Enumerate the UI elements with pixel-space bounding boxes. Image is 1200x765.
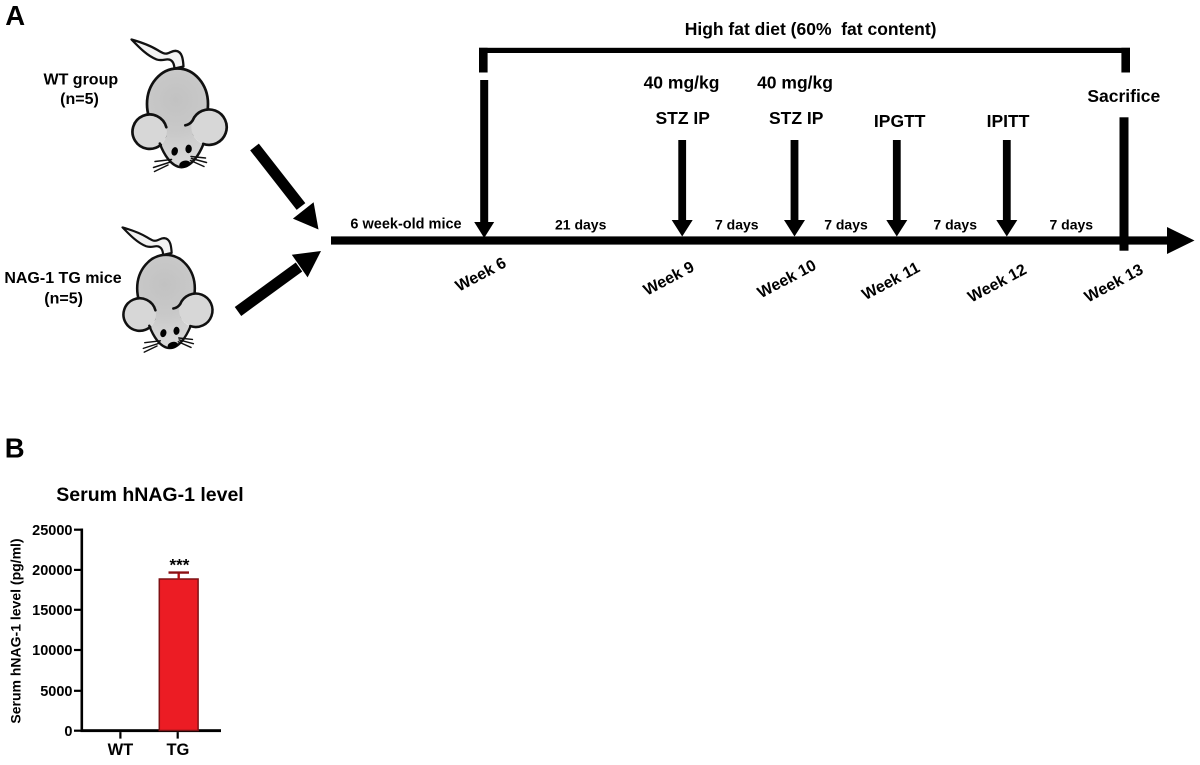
svg-text:WT group: WT group	[43, 72, 118, 89]
svg-text:Week 9: Week 9	[641, 259, 698, 300]
svg-text:40 mg/kg: 40 mg/kg	[644, 73, 720, 93]
svg-text:Week 6: Week 6	[453, 255, 510, 296]
svg-text:7 days: 7 days	[715, 217, 759, 233]
svg-text:Week 11: Week 11	[859, 259, 923, 304]
svg-text:0: 0	[64, 724, 72, 740]
svg-text:High fat diet (60% fat conten: High fat diet (60% fat content)	[685, 19, 937, 39]
svg-text:5000: 5000	[40, 684, 72, 700]
svg-text:STZ IP: STZ IP	[655, 108, 710, 128]
svg-text:WT: WT	[108, 741, 134, 759]
svg-text:20000: 20000	[32, 563, 72, 579]
svg-text:Sacrifice: Sacrifice	[1087, 86, 1160, 106]
svg-text:40 mg/kg: 40 mg/kg	[757, 73, 833, 93]
svg-text:Week 10: Week 10	[755, 257, 819, 302]
svg-text:Week 12: Week 12	[965, 261, 1029, 306]
svg-text:TG: TG	[166, 741, 189, 759]
svg-text:A: A	[5, 0, 25, 31]
svg-text:7 days: 7 days	[824, 217, 868, 233]
svg-text:NAG-1 TG mice: NAG-1 TG mice	[4, 270, 121, 287]
svg-text:7 days: 7 days	[1050, 217, 1094, 233]
svg-text:IPGTT: IPGTT	[874, 111, 926, 131]
svg-text:(n=5): (n=5)	[44, 290, 83, 307]
svg-text:(n=5): (n=5)	[60, 91, 99, 108]
svg-text:Serum hNAG-1 level: Serum hNAG-1 level	[56, 484, 243, 506]
svg-text:7 days: 7 days	[933, 217, 977, 233]
svg-text:Serum hNAG-1 level (pg/ml): Serum hNAG-1 level (pg/ml)	[7, 538, 23, 723]
svg-text:***: ***	[169, 556, 189, 575]
svg-text:Week 13: Week 13	[1082, 261, 1146, 306]
svg-text:B: B	[5, 433, 25, 464]
svg-text:21 days: 21 days	[555, 217, 607, 233]
svg-text:6 week-old mice: 6 week-old mice	[350, 217, 461, 233]
svg-text:10000: 10000	[32, 643, 72, 659]
svg-text:15000: 15000	[32, 603, 72, 619]
svg-text:IPITT: IPITT	[987, 111, 1030, 131]
svg-text:25000: 25000	[32, 523, 72, 539]
svg-text:STZ IP: STZ IP	[769, 108, 824, 128]
